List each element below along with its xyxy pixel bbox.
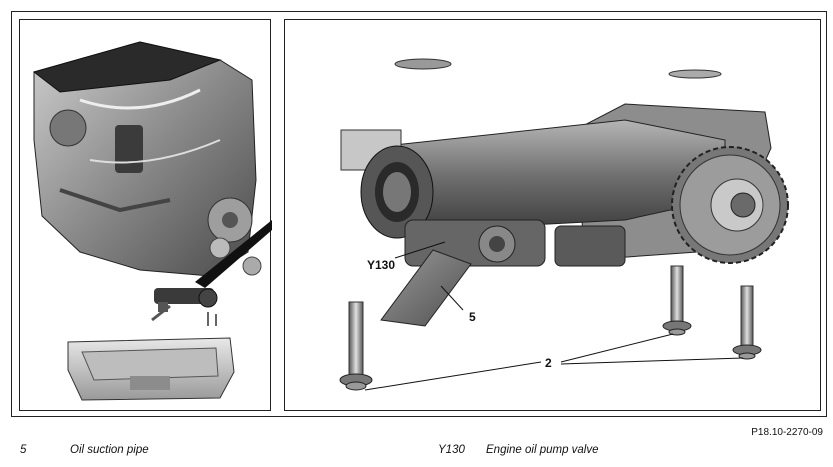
mounting-bolt-2 (662, 265, 692, 336)
figure-frame (11, 11, 827, 417)
callout-2: 2 (545, 356, 552, 370)
oil-suction-pipe (380, 249, 472, 327)
detail-leader-wedge (195, 220, 272, 288)
legend-number: Y130 (438, 444, 465, 456)
mounting-bolt-1 (339, 301, 373, 391)
legend-text: Oil suction pipe (70, 444, 149, 456)
pump-main-body (340, 119, 726, 239)
figure-reference-code: P18.10-2270-09 (751, 427, 823, 438)
dowel-ring-left (394, 58, 452, 70)
legend-item-y130: Y130 Engine oil pump valve (438, 444, 599, 456)
pump-drive-sprocket (671, 146, 789, 264)
legend-text: Engine oil pump valve (486, 444, 599, 456)
legend-item-5: 5 Oil suction pipe (20, 444, 149, 456)
callout-5: 5 (469, 310, 476, 324)
legend-number: 5 (20, 444, 27, 456)
oil-pan (67, 337, 235, 401)
mounting-bolt-3 (732, 285, 762, 360)
oil-pump-small (151, 288, 218, 326)
dowel-ring-right (668, 69, 722, 79)
callout-y130: Y130 (367, 258, 396, 272)
oil-pump-detail-panel: Y130 5 2 (284, 19, 821, 411)
engine-overview-illustration (32, 41, 272, 401)
leader-lines (364, 241, 744, 391)
engine-overview-panel (19, 19, 272, 411)
engine-block (32, 41, 262, 277)
oil-pump-detail-illustration (339, 58, 789, 391)
